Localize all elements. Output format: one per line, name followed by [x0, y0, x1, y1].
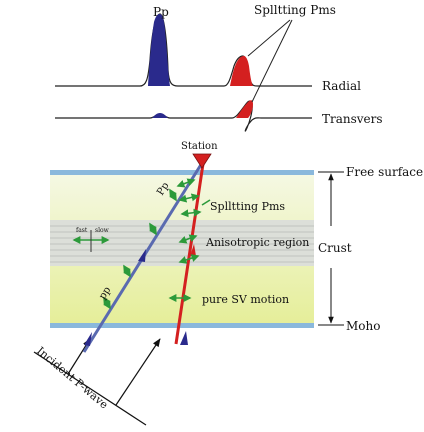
pp-top-label: Pp	[153, 5, 169, 19]
anisotropic-region-label: Anisotropic region	[205, 236, 309, 249]
incident-p-wave: Incident P-wave	[33, 338, 161, 426]
fast-slow-axes-glyph: fast slow	[72, 227, 110, 252]
fast-axis-label: fast	[76, 227, 88, 234]
transvers-trace	[55, 100, 312, 132]
pp-pulse-transvers	[152, 113, 168, 118]
waveform-panel: Pp Splltting Pms Radial Transvers	[55, 3, 383, 132]
pp-pulse	[148, 14, 170, 86]
moho-label: Moho	[346, 319, 380, 333]
splitting-pms-top-label: Splltting Pms	[254, 3, 336, 17]
splitting-pms-mid-label: Splltting Pms	[210, 200, 285, 213]
slow-axis-label: slow	[95, 227, 110, 234]
free-surface-label: Free surface	[346, 165, 423, 179]
crust-label: Crust	[318, 241, 352, 255]
transvers-label: Transvers	[322, 112, 383, 126]
station-label: Station	[181, 141, 218, 152]
pure-sv-motion-label: pure SV motion	[202, 293, 289, 306]
depth-bracket	[318, 171, 344, 326]
pms-pulse-radial	[230, 56, 253, 86]
incident-p-wave-label: Incident P-wave	[34, 344, 110, 411]
station-marker	[192, 153, 212, 169]
particle-motion-arrows	[103, 178, 211, 310]
splitting-pointer-transvers	[251, 19, 293, 103]
splitting-pointer-radial	[247, 19, 291, 57]
radial-label: Radial	[322, 79, 361, 93]
moho-line	[50, 323, 314, 328]
radial-trace	[55, 13, 312, 87]
free-surface-line	[50, 170, 314, 175]
pms-pulse-transvers	[236, 100, 253, 118]
